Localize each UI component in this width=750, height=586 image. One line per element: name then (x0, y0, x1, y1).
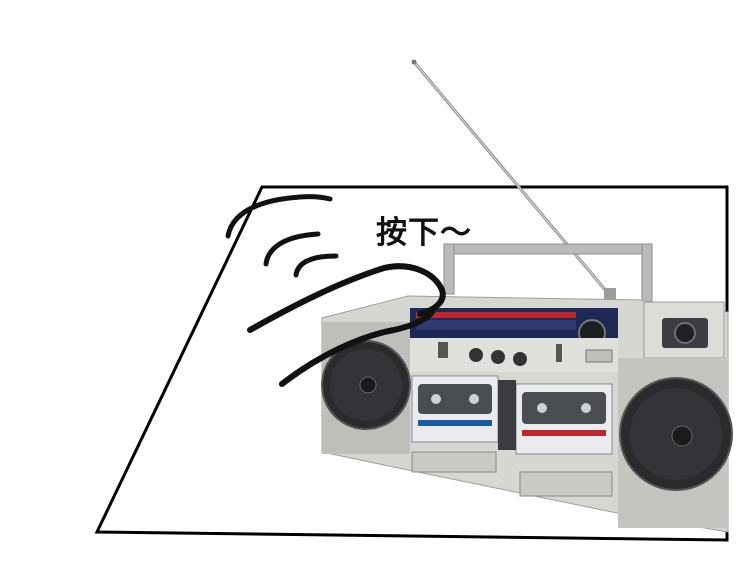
cassette-icon (411, 375, 499, 443)
hand-sketch-icon (225, 194, 446, 387)
boombox-icon (321, 243, 733, 533)
antenna-icon (411, 59, 616, 302)
cassette-icon (515, 383, 613, 455)
speaker-icon (321, 322, 411, 454)
caption-text: 按下～ (376, 215, 472, 251)
speaker-icon (618, 358, 733, 528)
